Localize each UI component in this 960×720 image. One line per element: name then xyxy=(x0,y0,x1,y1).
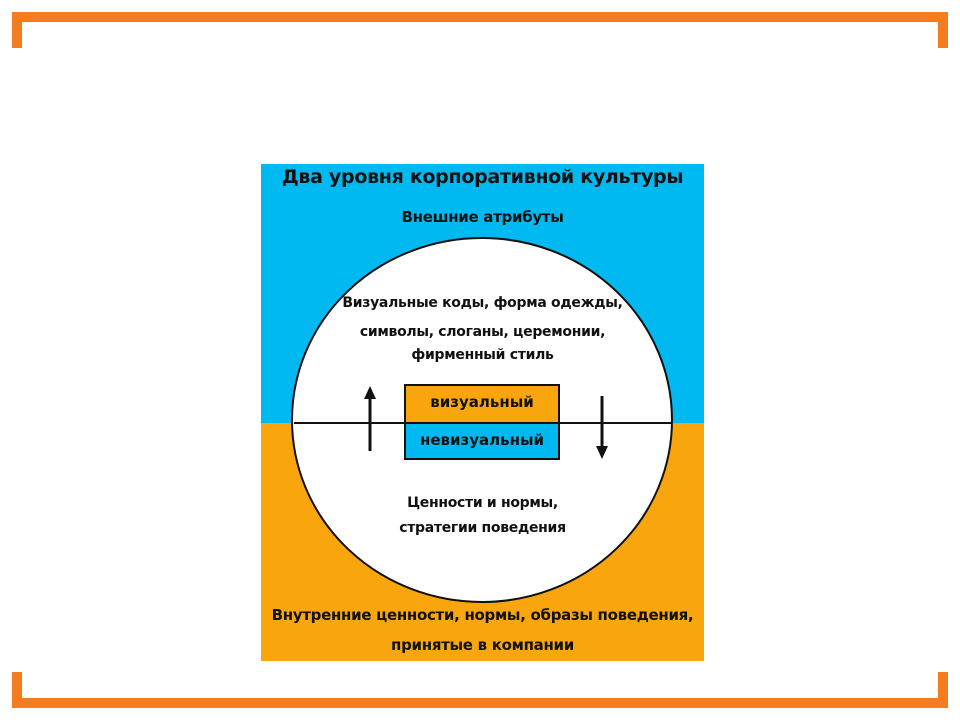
diagram-graphics xyxy=(261,164,704,661)
visual-description-line-2: символы, слоганы, церемонии, xyxy=(359,324,606,340)
culture-levels-diagram: Два уровня корпоративной культуры Внешни… xyxy=(261,164,704,661)
frame-top-left-tick xyxy=(12,12,22,48)
nonvisual-tag: невизуальный xyxy=(419,431,545,449)
frame-bottom-left-tick xyxy=(12,672,22,708)
frame-top-bar xyxy=(12,12,948,22)
bottom-zone-label-line-2: принятые в компании xyxy=(391,636,574,654)
frame-bottom-bar xyxy=(12,698,948,708)
visual-tag: визуальный xyxy=(430,393,534,411)
diagram-title: Два уровня корпоративной культуры xyxy=(281,166,684,188)
frame-bottom-right-tick xyxy=(938,672,948,708)
frame-top-right-tick xyxy=(938,12,948,48)
top-zone-label: Внешние атрибуты xyxy=(401,208,564,226)
visual-description-line-3: фирменный стиль xyxy=(411,347,554,363)
visual-description-line-1: Визуальные коды, форма одежды, xyxy=(342,295,623,311)
nonvisual-description-line-1: Ценности и нормы, xyxy=(407,495,558,511)
down-arrow-icon xyxy=(596,396,608,459)
up-arrow-icon xyxy=(364,386,376,451)
nonvisual-tag-box xyxy=(404,422,560,460)
bottom-zone-label-line-1: Внутренние ценности, нормы, образы повед… xyxy=(271,606,694,624)
nonvisual-description-line-2: стратегии поведения xyxy=(399,520,566,536)
